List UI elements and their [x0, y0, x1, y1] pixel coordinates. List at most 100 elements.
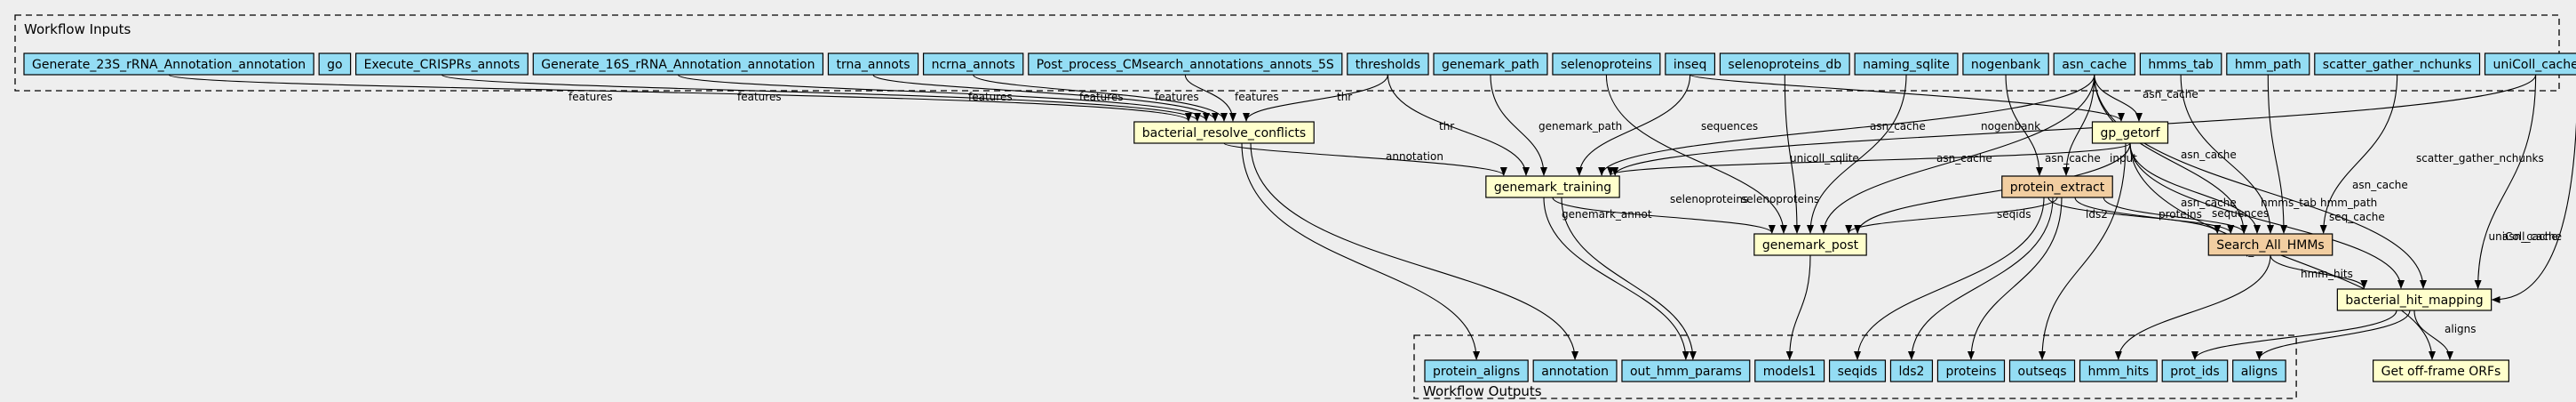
- step-get-off-frame-orfs[interactable]: Get off-frame ORFs: [2373, 359, 2509, 382]
- edge-13: [1784, 74, 1801, 234]
- edge-11: [1690, 74, 2125, 122]
- edge-label-sequences: sequences: [1701, 120, 1758, 133]
- edge-28: [1223, 142, 1507, 176]
- input-selenoproteins-db[interactable]: selenoproteins_db: [1719, 52, 1850, 76]
- node-label: bacterial_resolve_conflicts: [1142, 126, 1306, 141]
- node-label: selenoproteins: [1561, 58, 1652, 72]
- output-hmm-hits[interactable]: hmm_hits: [2079, 359, 2158, 382]
- edge-label-annotation: annotation: [1386, 150, 1443, 163]
- edge-9: [1490, 74, 1547, 176]
- node-label: prot_ids: [2170, 365, 2219, 379]
- edge-label-genemark-path: genemark_path: [1538, 120, 1622, 133]
- node-label: hmms_tab: [2148, 58, 2214, 72]
- node-box: [1854, 52, 1959, 76]
- input-hmm-path[interactable]: hmm_path: [2226, 52, 2310, 76]
- input-asn-cache[interactable]: asn_cache: [2053, 52, 2136, 76]
- step-genemark-post[interactable]: genemark_post: [1753, 233, 1867, 256]
- node-box: [1754, 359, 1825, 382]
- edge-12: [1605, 74, 1787, 234]
- node-box: [532, 52, 824, 76]
- edge-48: [1967, 197, 2063, 360]
- input-inseq[interactable]: inseq: [1665, 52, 1716, 76]
- input-generate-16s-rrna-annotation-annotation[interactable]: Generate_16S_rRNA_Annotation_annotation: [532, 52, 824, 76]
- node-box: [1133, 121, 1315, 144]
- input-generate-23s-rrna-annotation-annotation[interactable]: Generate_23S_rRNA_Annotation_annotation: [23, 52, 314, 76]
- output-out-hmm-params[interactable]: out_hmm_params: [1621, 359, 1751, 382]
- output-prot-ids[interactable]: prot_ids: [2161, 359, 2229, 382]
- edge-52: [2255, 310, 2411, 360]
- input-trna-annots[interactable]: trna_annots: [827, 52, 919, 76]
- input-go[interactable]: go: [318, 52, 352, 76]
- node-label: out_hmm_params: [1630, 365, 1742, 379]
- node-box: [1936, 359, 2006, 382]
- edge-43: [1543, 197, 1690, 360]
- node-box: [2314, 52, 2481, 76]
- edge-49: [2039, 142, 2127, 360]
- output-lds2[interactable]: lds2: [1889, 359, 1934, 382]
- edge-15: [2005, 74, 2043, 176]
- input-thresholds[interactable]: thresholds: [1347, 52, 1429, 76]
- edge-40: [2413, 310, 2453, 360]
- input-hmms-tab[interactable]: hmms_tab: [2139, 52, 2222, 76]
- edge-label-scatter-gather-nchunks: scatter_gather_nchunks: [2416, 152, 2544, 165]
- step-gp-getorf[interactable]: gp_getorf: [2091, 121, 2169, 144]
- input-naming-sqlite[interactable]: naming_sqlite: [1854, 52, 1959, 76]
- node-box: [1485, 175, 1620, 198]
- edge-2: [441, 74, 1201, 122]
- edge-10: [1576, 74, 1691, 176]
- edge-label-thr: thr: [1337, 91, 1352, 103]
- output-seqids[interactable]: seqids: [1828, 359, 1887, 382]
- step-search-all-hmms[interactable]: Search_All_HMMs: [2207, 233, 2334, 256]
- output-protein-aligns[interactable]: protein_aligns: [1424, 359, 1529, 382]
- node-box: [1433, 52, 1548, 76]
- input-post-process-cmsearch-annotations-annots-5s[interactable]: Post_process_CMsearch_annotations_annots…: [1028, 52, 1343, 76]
- edge-26: [2474, 74, 2537, 289]
- edge-label-asn-cache: asn_cache: [1936, 152, 1992, 165]
- input-genemark-path[interactable]: genemark_path: [1433, 52, 1548, 76]
- output-outseqs[interactable]: outseqs: [2008, 359, 2076, 382]
- edge-label-asn-cache: asn_cache: [2352, 179, 2408, 191]
- edge-29: [1607, 142, 2131, 176]
- node-box: [1665, 52, 1716, 76]
- edge-18: [2094, 74, 2143, 122]
- input-scatter-gather-nchunks[interactable]: scatter_gather_nchunks: [2314, 52, 2481, 76]
- step-protein-extract[interactable]: protein_extract: [2001, 175, 2113, 198]
- input-nogenbank[interactable]: nogenbank: [1962, 52, 2049, 76]
- edge-label-asn-cache: asn_cache: [2045, 152, 2101, 165]
- edge-label-seqids: seqids: [1997, 208, 2031, 221]
- node-label: Search_All_HMMs: [2216, 238, 2324, 253]
- edge-label-aligns: aligns: [2445, 323, 2477, 335]
- edge-label-hmm-path: hmm_path: [2320, 197, 2377, 209]
- node-label: nogenbank: [1971, 58, 2041, 72]
- input-execute-crisprs-annots[interactable]: Execute_CRISPRs_annots: [355, 52, 529, 76]
- output-aligns[interactable]: aligns: [2232, 359, 2286, 382]
- edge-label-sequences: sequences: [2212, 207, 2269, 220]
- node-label: scatter_gather_nchunks: [2323, 58, 2472, 72]
- input-unicoll-cache[interactable]: uniColl_cache: [2484, 52, 2576, 76]
- output-proteins[interactable]: proteins: [1936, 359, 2006, 382]
- node-box: [2484, 52, 2576, 76]
- step-genemark-training[interactable]: genemark_training: [1485, 175, 1620, 198]
- edge-label-hmms-tab: hmms_tab: [2261, 197, 2317, 209]
- edge-label-features: features: [1235, 91, 1279, 103]
- node-label: hmm_hits: [2088, 365, 2150, 379]
- edge-51: [2191, 310, 2397, 360]
- input-selenoproteins[interactable]: selenoproteins: [1552, 52, 1661, 76]
- node-label: genemark_post: [1762, 238, 1859, 253]
- input-ncrna-annots[interactable]: ncrna_annots: [922, 52, 1024, 76]
- node-label: inseq: [1674, 58, 1707, 72]
- step-bacterial-resolve-conflicts[interactable]: bacterial_resolve_conflicts: [1133, 121, 1315, 144]
- edge-30: [1854, 142, 2131, 234]
- output-annotation[interactable]: annotation: [1532, 359, 1618, 382]
- edge-label-features: features: [737, 91, 782, 103]
- step-bacterial-hit-mapping[interactable]: bacterial_hit_mapping: [2336, 288, 2493, 311]
- edge-22: [2180, 74, 2274, 234]
- node-label: bacterial_hit_mapping: [2345, 293, 2483, 308]
- edge-37: [1552, 197, 1776, 234]
- node-label: Get off-frame ORFs: [2381, 365, 2501, 379]
- edge-38: [2270, 254, 2368, 289]
- node-box: [1028, 52, 1343, 76]
- output-models1[interactable]: models1: [1754, 359, 1825, 382]
